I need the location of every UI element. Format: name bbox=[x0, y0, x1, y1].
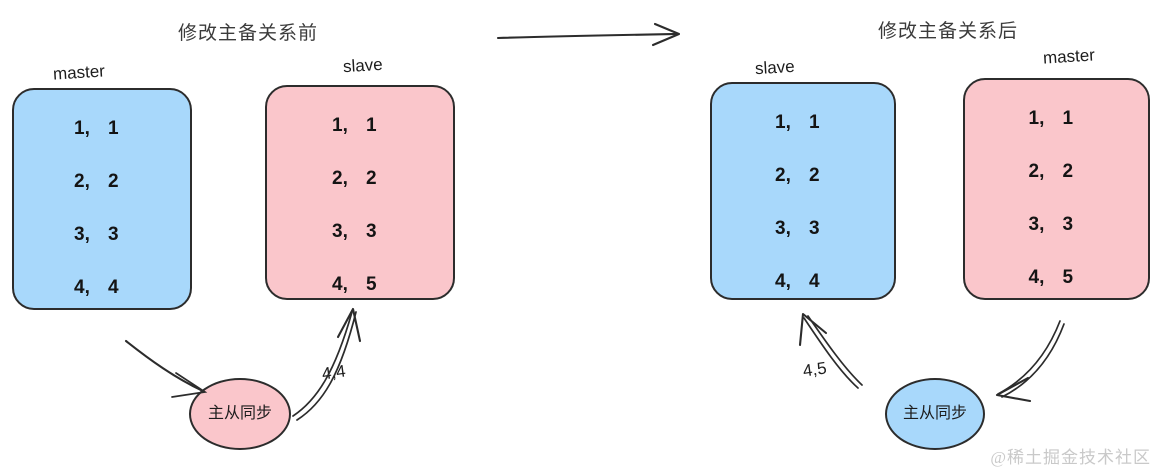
table-row: 2, 2 bbox=[60, 171, 144, 193]
arrow-after-master-to-sync bbox=[995, 320, 1065, 403]
node-label-after-slave: slave bbox=[754, 56, 796, 79]
row-key: 4, bbox=[74, 277, 90, 298]
row-list: 1, 1 2, 2 3, 3 4, 5 bbox=[965, 80, 1148, 298]
row-value: 1 bbox=[108, 118, 119, 139]
row-key: 4, bbox=[1028, 267, 1045, 288]
panel-title-before: 修改主备关系前 bbox=[178, 23, 319, 44]
table-row: 4, 4 bbox=[761, 271, 845, 293]
node-label-after-master: master bbox=[1042, 45, 1096, 68]
node-box-before-master: 1, 1 2, 2 3, 3 4, 4 bbox=[12, 88, 192, 310]
table-row: 2, 2 bbox=[1015, 161, 1099, 183]
row-key: 4, bbox=[332, 274, 348, 295]
row-key: 1, bbox=[775, 112, 791, 133]
sync-node-after: 主从同步 bbox=[885, 378, 985, 450]
row-value: 1 bbox=[1062, 108, 1074, 129]
table-row: 4, 4 bbox=[60, 277, 144, 299]
table-row: 1, 1 bbox=[318, 115, 402, 137]
arrow-before-master-to-sync bbox=[124, 339, 208, 398]
row-key: 3, bbox=[332, 221, 348, 242]
row-value: 2 bbox=[108, 171, 119, 192]
row-value: 1 bbox=[809, 112, 820, 133]
table-row: 4, 5 bbox=[318, 274, 402, 296]
row-value: 5 bbox=[366, 274, 377, 295]
row-value: 3 bbox=[1062, 214, 1074, 235]
row-value: 1 bbox=[366, 115, 377, 136]
sync-node-label: 主从同步 bbox=[902, 404, 967, 422]
sync-node-label: 主从同步 bbox=[207, 404, 272, 422]
node-box-after-slave: 1, 1 2, 2 3, 3 4, 4 bbox=[710, 82, 896, 300]
row-key: 1, bbox=[1028, 108, 1045, 129]
table-row: 4, 5 bbox=[1015, 267, 1099, 289]
table-row: 1, 1 bbox=[60, 118, 144, 140]
table-row: 3, 3 bbox=[1015, 214, 1099, 236]
table-row: 3, 3 bbox=[318, 221, 402, 243]
row-key: 2, bbox=[1028, 161, 1045, 182]
edge-label-before: 4,4 bbox=[320, 361, 347, 384]
row-key: 2, bbox=[74, 171, 90, 192]
row-value: 3 bbox=[809, 218, 820, 239]
row-value: 2 bbox=[1062, 161, 1074, 182]
row-value: 5 bbox=[1062, 267, 1074, 288]
node-label-before-master: master bbox=[52, 61, 106, 84]
row-key: 3, bbox=[74, 224, 90, 245]
row-list: 1, 1 2, 2 3, 3 4, 4 bbox=[712, 84, 894, 298]
row-key: 1, bbox=[74, 118, 90, 139]
row-value: 3 bbox=[108, 224, 119, 245]
row-list: 1, 1 2, 2 3, 3 4, 5 bbox=[267, 87, 453, 298]
table-row: 3, 3 bbox=[60, 224, 144, 246]
node-box-before-slave: 1, 1 2, 2 3, 3 4, 5 bbox=[265, 85, 455, 300]
row-key: 1, bbox=[332, 115, 348, 136]
row-list: 1, 1 2, 2 3, 3 4, 4 bbox=[14, 90, 190, 308]
row-key: 2, bbox=[775, 165, 791, 186]
sync-node-before: 主从同步 bbox=[189, 378, 291, 450]
row-key: 3, bbox=[775, 218, 791, 239]
table-row: 1, 1 bbox=[761, 112, 845, 134]
row-value: 4 bbox=[108, 277, 119, 298]
before-after-arrow bbox=[496, 22, 681, 47]
row-key: 4, bbox=[775, 271, 791, 292]
row-key: 2, bbox=[332, 168, 348, 189]
table-row: 2, 2 bbox=[761, 165, 845, 187]
row-value: 4 bbox=[809, 271, 820, 292]
table-row: 3, 3 bbox=[761, 218, 845, 240]
panel-title-after: 修改主备关系后 bbox=[878, 21, 1019, 42]
edge-label-after: 4,5 bbox=[801, 358, 828, 381]
watermark: @稀土掘金技术社区 bbox=[990, 448, 1151, 467]
node-box-after-master: 1, 1 2, 2 3, 3 4, 5 bbox=[963, 78, 1150, 300]
table-row: 2, 2 bbox=[318, 168, 402, 190]
table-row: 1, 1 bbox=[1015, 108, 1099, 130]
row-key: 3, bbox=[1028, 214, 1045, 235]
node-label-before-slave: slave bbox=[342, 54, 384, 77]
row-value: 2 bbox=[366, 168, 377, 189]
row-value: 3 bbox=[366, 221, 377, 242]
row-value: 2 bbox=[809, 165, 820, 186]
